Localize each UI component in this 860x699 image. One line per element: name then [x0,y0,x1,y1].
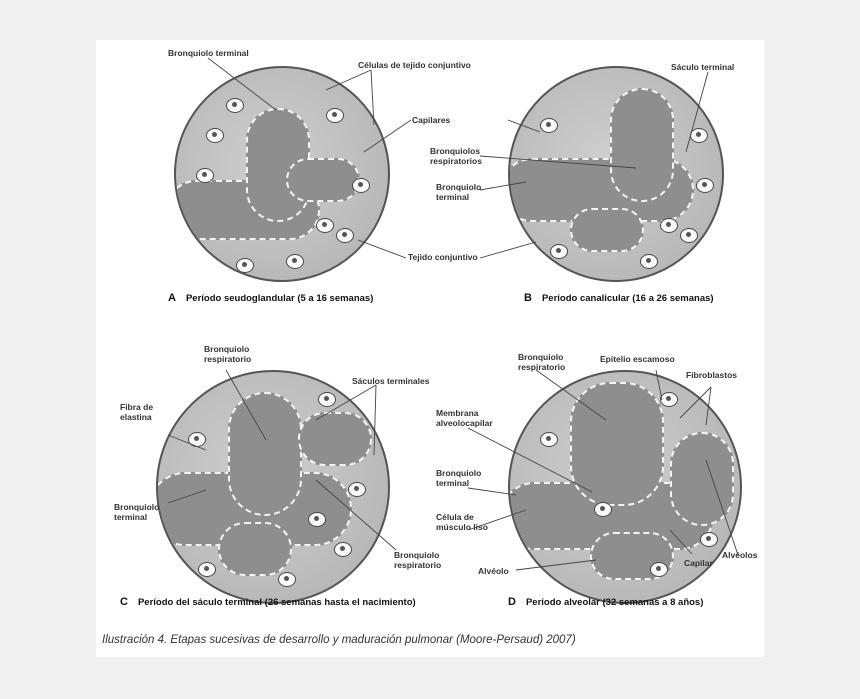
label-c-bronquiolo-respiratorio-bottom: Bronquiolo respiratorio [394,550,442,570]
panel-c-disc [156,370,390,604]
figure-card: Bronquiolo terminal Células de tejido co… [96,40,764,657]
cell [236,258,254,273]
label-d-capilar: Capilar [684,558,713,568]
cell [206,128,224,143]
cell [650,562,668,577]
label-c-fibra-elastina: Fibra de elastina [120,402,154,422]
cell [188,432,206,447]
cell [550,244,568,259]
cell [540,432,558,447]
panel-c-lumen-bud [218,522,292,576]
caption-d-letter: D [508,596,516,608]
label-c-bronquiolo-respiratorio-top: Bronquiolo respiratorio [204,344,252,364]
caption-b-text: Período canalicular (16 a 26 semanas) [541,293,714,304]
cell [696,178,714,193]
label-a-celulas-tejido: Células de tejido conjuntivo [358,60,471,70]
cell [326,108,344,123]
cell [660,218,678,233]
label-a-bronquiolo-terminal: Bronquiolo terminal [168,48,249,58]
cell [540,118,558,133]
cell [594,502,612,517]
cell [690,128,708,143]
panel-b-disc [508,66,724,282]
label-d-celula-musculo-liso: Célula de músculo liso [436,512,488,532]
cell [308,512,326,527]
label-b-bronquiolos-respiratorios: Bronquiolos respiratorios [430,146,482,166]
caption-d-text: Período alveolar (32 semanas a 8 años) [525,597,704,608]
panel-a-lumen-bud [286,158,360,202]
cell [196,168,214,183]
figure-caption: Ilustración 4. Etapas sucesivas de desar… [102,634,576,646]
label-d-bronquiolo-terminal: Bronquiolo terminal [436,468,482,488]
panel-d-disc [508,370,742,604]
label-b-bronquiolo-terminal: Bronquiolo terminal [436,182,482,202]
cell [640,254,658,269]
caption-a-text: Período seudoglandular (5 a 16 semanas) [185,293,374,304]
label-c-saculos-terminales: Sáculos terminales [352,376,430,386]
cell [198,562,216,577]
caption-a-letter: A [168,292,176,304]
cell [660,392,678,407]
cell [700,532,718,547]
caption-c-letter: C [120,596,128,608]
cell [348,482,366,497]
label-b-saculo-terminal: Sáculo terminal [671,62,735,72]
label-a-capilares: Capilares [412,115,451,125]
caption-a: A Período seudoglandular (5 a 16 semanas) [168,292,373,304]
panel-c-lumen-bud [298,412,372,466]
caption-b-letter: B [524,292,532,304]
label-c-bronquiolo-terminal: Bronquiolo terminal [114,502,160,522]
cell [352,178,370,193]
label-d-alveolos: Alvéolos [722,550,758,560]
cell [316,218,334,233]
cell [278,572,296,587]
caption-b: B Período canalicular (16 a 26 semanas) [524,292,714,304]
panel-a-disc [174,66,390,282]
caption-c-text: Período del sáculo terminal (26 semanas … [137,597,416,608]
cell [336,228,354,243]
label-d-bronquiolo-respiratorio: Bronquiolo respiratorio [518,352,566,372]
cell [286,254,304,269]
caption-d: D Período alveolar (32 semanas a 8 años) [508,596,703,608]
cell [680,228,698,243]
label-a-tejido-conjuntivo: Tejido conjuntivo [408,252,478,262]
cell [334,542,352,557]
panel-b-lumen-branch [610,88,674,202]
caption-c: C Período del sáculo terminal (26 semanas… [120,596,416,608]
panel-b-lumen-bud [570,208,644,252]
label-d-membrana-alveolocapilar: Membrana alveolocapilar [436,408,493,428]
panel-d-lumen-bud [670,432,734,526]
cell [226,98,244,113]
panel-d-lumen-branch [570,382,664,506]
cell [318,392,336,407]
label-d-fibroblastos: Fibroblastos [686,370,738,380]
label-d-epitelio-escamoso: Epitelio escamoso [600,354,675,364]
label-d-alveolo: Alvéolo [478,566,509,576]
panel-c-lumen-branch [228,392,302,516]
